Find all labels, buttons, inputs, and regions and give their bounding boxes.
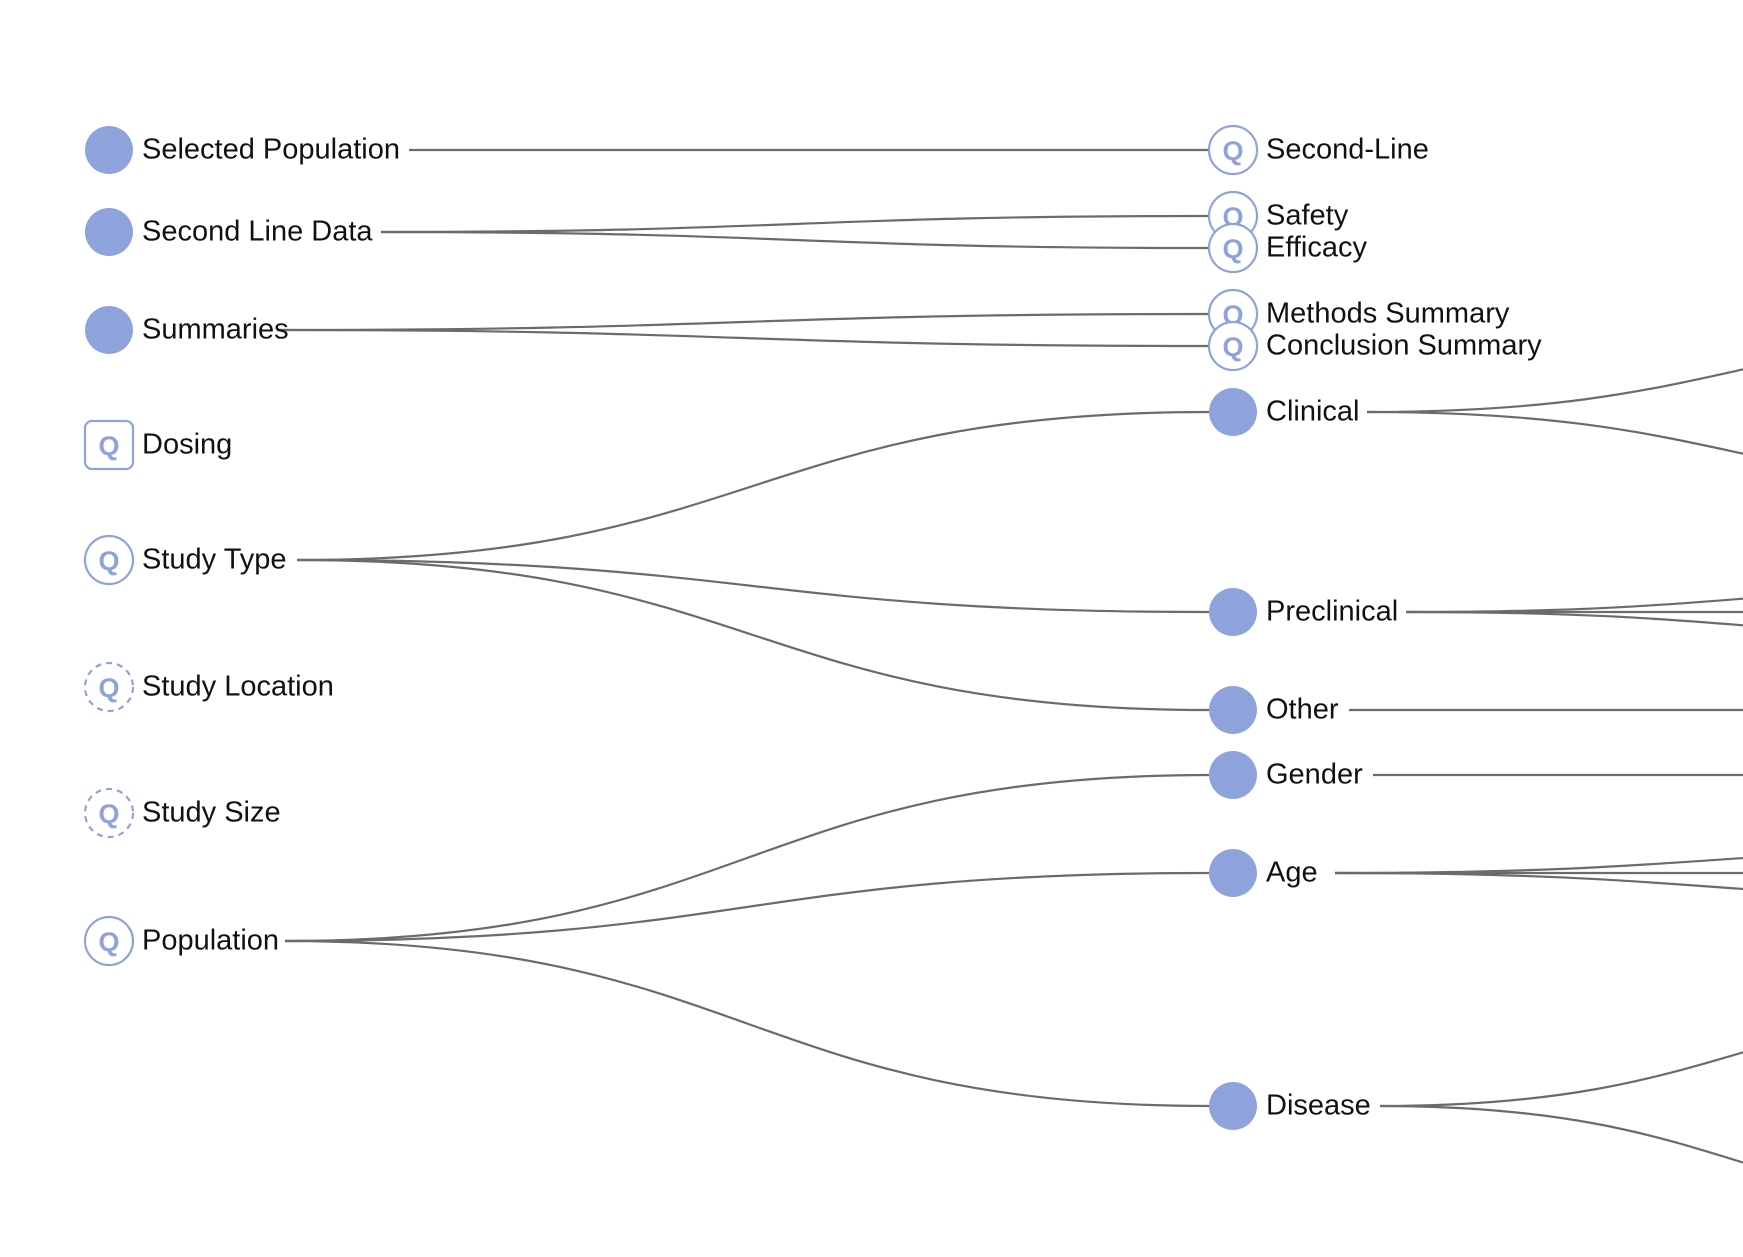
- query-circle-icon: [1207, 320, 1259, 372]
- node-label: Disease: [1266, 1090, 1371, 1122]
- node-label: Preclinical: [1266, 596, 1398, 628]
- link-study-type-to-other: [296, 558, 1210, 712]
- filled-circle-icon: [1209, 751, 1257, 799]
- filled-circle-icon: [85, 306, 133, 354]
- filled-circle-icon: [1209, 686, 1257, 734]
- query-letter: Q: [98, 799, 119, 829]
- filled-circle-icon: [1209, 588, 1257, 636]
- link-disease-to-offscreen-1: [1379, 1051, 1743, 1108]
- node-population[interactable]: Q Population: [83, 915, 279, 967]
- filled-circle-icon: [85, 208, 133, 256]
- node-disease[interactable]: Disease: [1209, 1082, 1371, 1130]
- node-label: Second-Line: [1266, 134, 1429, 166]
- link-clinical-to-offscreen-2: [1366, 410, 1743, 455]
- link-disease-to-offscreen-2: [1379, 1104, 1743, 1164]
- node-label: Study Size: [142, 797, 281, 829]
- node-age[interactable]: Age: [1209, 849, 1318, 897]
- node-label: Study Type: [142, 544, 287, 576]
- link-population-to-gender: [284, 773, 1210, 943]
- node-dosing[interactable]: Q Dosing: [83, 419, 232, 471]
- links-layer: [276, 148, 1743, 1164]
- filled-circle-icon: [85, 126, 133, 174]
- node-label: Safety: [1266, 200, 1349, 232]
- query-circle-icon: [1207, 222, 1259, 274]
- link-population-to-disease: [284, 939, 1210, 1108]
- node-label: Study Location: [142, 671, 334, 703]
- link-second-line-data-to-efficacy: [380, 230, 1210, 250]
- node-label: Methods Summary: [1266, 298, 1510, 330]
- query-dashed-circle-icon: [83, 787, 135, 839]
- link-preclinical-to-offscreen-3: [1405, 610, 1743, 627]
- node-label: Gender: [1266, 759, 1363, 791]
- node-second-line[interactable]: Q Second-Line: [1207, 124, 1429, 176]
- node-label: Age: [1266, 857, 1318, 889]
- node-gender[interactable]: Gender: [1209, 751, 1363, 799]
- query-circle-icon: [83, 534, 135, 586]
- link-study-type-to-preclinical: [296, 558, 1210, 614]
- query-letter: Q: [98, 546, 119, 576]
- query-letter: Q: [1222, 234, 1243, 264]
- filled-circle-icon: [1209, 388, 1257, 436]
- link-population-to-age: [284, 871, 1210, 943]
- node-second-line-data[interactable]: Second Line Data: [85, 208, 373, 256]
- node-label: Clinical: [1266, 396, 1359, 428]
- node-clinical[interactable]: Clinical: [1209, 388, 1359, 436]
- node-preclinical[interactable]: Preclinical: [1209, 588, 1398, 636]
- link-age-to-offscreen-3: [1334, 871, 1743, 891]
- query-circle-icon: [1207, 124, 1259, 176]
- node-study-size[interactable]: Q Study Size: [83, 787, 281, 839]
- node-label: Selected Population: [142, 134, 400, 166]
- node-label: Population: [142, 925, 279, 957]
- node-conclusion-summary[interactable]: Q Conclusion Summary: [1207, 320, 1542, 372]
- query-letter: Q: [98, 673, 119, 703]
- filled-circle-icon: [1209, 1082, 1257, 1130]
- link-study-type-to-clinical: [296, 410, 1210, 562]
- query-letter: Q: [98, 431, 119, 461]
- node-label: Efficacy: [1266, 232, 1368, 264]
- filled-circle-icon: [1209, 849, 1257, 897]
- node-label: Summaries: [142, 314, 289, 346]
- node-other[interactable]: Other: [1209, 686, 1339, 734]
- link-summaries-to-conclusion-summary: [276, 328, 1210, 348]
- node-efficacy[interactable]: Q Efficacy: [1207, 222, 1368, 274]
- link-age-to-offscreen-1: [1334, 856, 1743, 875]
- node-label: Conclusion Summary: [1266, 330, 1542, 362]
- query-dashed-circle-icon: [83, 661, 135, 713]
- node-selected-population[interactable]: Selected Population: [85, 126, 400, 174]
- query-letter: Q: [1222, 136, 1243, 166]
- link-summaries-to-methods-summary: [276, 312, 1210, 332]
- link-second-line-data-to-safety: [380, 214, 1210, 234]
- link-preclinical-to-offscreen-1: [1405, 597, 1743, 614]
- node-study-type[interactable]: Q Study Type: [83, 534, 287, 586]
- node-summaries[interactable]: Summaries: [85, 306, 289, 354]
- query-square-icon: [83, 419, 135, 471]
- node-study-location[interactable]: Q Study Location: [83, 661, 334, 713]
- query-circle-icon: [83, 915, 135, 967]
- node-label: Second Line Data: [142, 216, 373, 248]
- link-clinical-to-offscreen-1: [1366, 368, 1743, 414]
- node-label: Other: [1266, 694, 1339, 726]
- query-letter: Q: [98, 927, 119, 957]
- query-letter: Q: [1222, 332, 1243, 362]
- node-label: Dosing: [142, 429, 232, 461]
